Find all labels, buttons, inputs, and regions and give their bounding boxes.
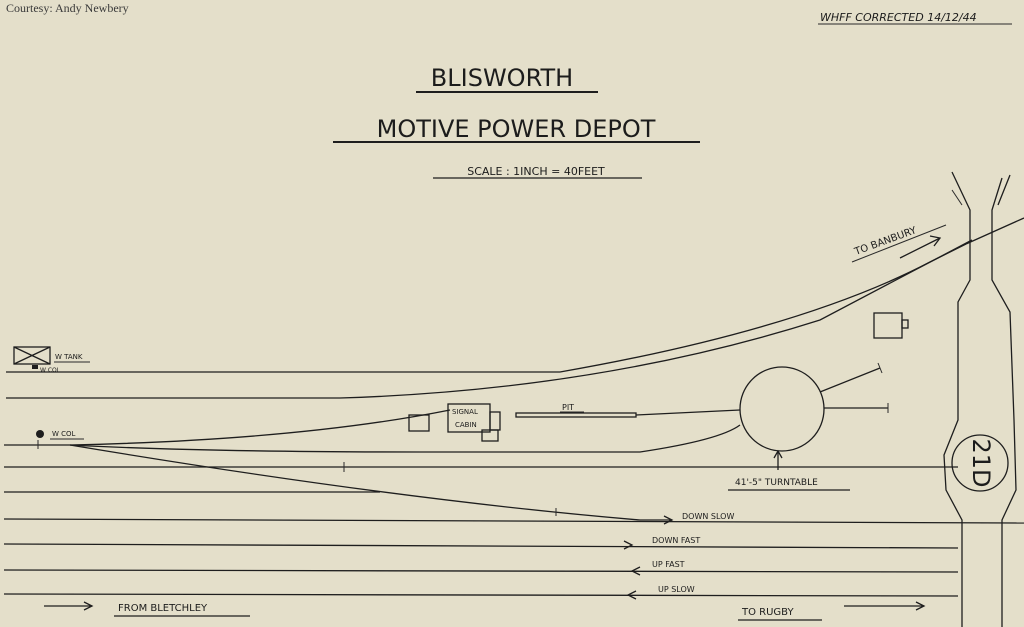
bridge-end-mark-2 — [951, 189, 963, 206]
cabin-label: CABIN — [455, 421, 477, 429]
title-line-2: MOTIVE POWER DEPOT — [377, 115, 656, 143]
turntable-pointer-head — [773, 449, 783, 459]
water-tank-cross-2 — [13, 346, 51, 365]
down-slow-line — [3, 518, 1024, 524]
courtesy-text: Courtesy: Andy Newbery — [6, 1, 129, 15]
bridge-end-mark — [997, 174, 1011, 206]
down-slow-label: DOWN SLOW — [682, 512, 734, 521]
down-fast-label: DOWN FAST — [652, 536, 700, 545]
to-rugby-label: TO RUGBY — [741, 607, 794, 618]
up-fast-arrow-head — [630, 566, 641, 576]
to-banbury-underline — [851, 224, 947, 263]
small-hut — [481, 429, 499, 442]
buffer-2 — [877, 362, 883, 374]
siding-top — [6, 243, 967, 373]
water-column-left — [36, 430, 44, 438]
down-fast-arrow-head — [623, 540, 634, 550]
building-right — [873, 312, 903, 339]
from-bletchley-arrow-head — [83, 601, 94, 611]
shed-road-1 — [69, 409, 451, 446]
building-right-annex — [901, 319, 909, 329]
up-slow-label: UP SLOW — [658, 585, 695, 594]
title-line-1: BLISWORTH — [431, 64, 573, 92]
siding-second — [6, 239, 973, 399]
up-slow-arrow-head — [626, 590, 637, 600]
water-column-tank — [32, 365, 38, 369]
down-slow-arrow-head — [663, 515, 674, 525]
w-col-tank-label: W COL — [40, 367, 61, 374]
cabin-annex — [489, 411, 501, 431]
small-building-left — [408, 414, 430, 432]
shed-code-circle — [951, 434, 1009, 492]
bridge-left-parapet — [943, 171, 971, 627]
up-fast-label: UP FAST — [652, 560, 685, 569]
pit-road — [635, 409, 741, 416]
down-fast-line — [3, 543, 959, 549]
turntable-label: 41'-5" TURNTABLE — [735, 478, 818, 488]
turntable — [739, 366, 825, 452]
pit — [515, 412, 637, 418]
signal-label: SIGNAL — [452, 408, 478, 416]
up-fast-line — [3, 569, 959, 573]
shed-code: 21D — [967, 438, 995, 487]
w-col-left-label: W COL — [52, 430, 76, 438]
from-bletchley-label: FROM BLETCHLEY — [118, 603, 208, 614]
turntable-approach — [69, 424, 741, 453]
bridge-right-parapet — [991, 177, 1017, 627]
w-tank-label: W TANK — [55, 353, 83, 361]
to-rugby-arrow-head — [915, 601, 926, 611]
corrected-note: WHFF CORRECTED 14/12/44 — [820, 11, 977, 24]
banbury-arrow-head — [929, 235, 942, 247]
banbury-line-beyond — [965, 217, 1024, 245]
pit-label: PIT — [562, 403, 574, 412]
scale-text: SCALE : 1INCH = 40FEET — [467, 165, 605, 178]
turntable-spur-2 — [819, 367, 881, 393]
lead-to-down-slow — [69, 444, 641, 521]
up-slow-line — [3, 593, 959, 597]
banbury-arrow — [899, 237, 941, 259]
water-tank — [13, 346, 51, 365]
